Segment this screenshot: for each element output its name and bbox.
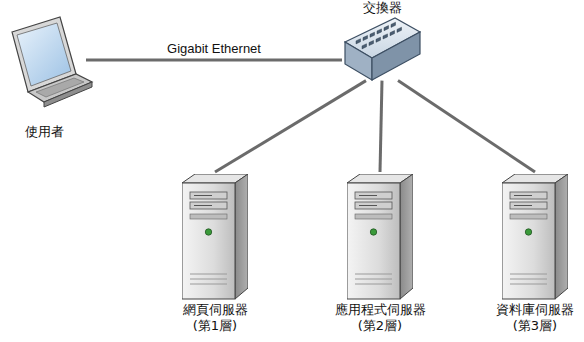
server-icon xyxy=(502,174,568,299)
network-cable xyxy=(86,59,342,62)
switch-port xyxy=(376,37,381,42)
switch-port xyxy=(391,22,396,27)
switch-port xyxy=(356,39,361,44)
server-icon xyxy=(347,174,413,299)
switch-port xyxy=(370,32,375,37)
user-laptop: 使用者 xyxy=(2,18,86,140)
server-node: 資料庫伺服器 (第3層) xyxy=(490,172,580,333)
switch-port xyxy=(383,34,388,39)
server-node: 網頁伺服器 (第1層) xyxy=(170,172,260,333)
switch-port xyxy=(362,44,367,49)
node-label: 使用者 xyxy=(25,124,64,140)
switch-icon xyxy=(345,18,420,80)
node-label: 網頁伺服器 (第1層) xyxy=(183,302,248,333)
node-label: 資料庫伺服器 (第3層) xyxy=(496,302,574,333)
switch-port xyxy=(369,40,374,45)
link-label: Gigabit Ethernet xyxy=(165,41,263,56)
switch-port xyxy=(384,26,389,31)
node-label: 應用程式伺服器 (第2層) xyxy=(335,302,426,333)
switch-port xyxy=(390,31,395,36)
switch-front xyxy=(345,42,372,80)
server-node: 應用程式伺服器 (第2層) xyxy=(331,172,430,333)
laptop-keyboard xyxy=(36,78,84,97)
server-icon xyxy=(182,174,248,299)
network-cable xyxy=(380,81,382,172)
network-cable xyxy=(215,81,366,172)
laptop-icon xyxy=(12,17,92,107)
switch-side xyxy=(372,32,420,80)
laptop-screen xyxy=(17,23,71,86)
switch-port xyxy=(363,35,368,40)
network-switch: 交換器 xyxy=(342,0,422,81)
switch-port xyxy=(397,27,402,32)
switch-port xyxy=(377,29,382,34)
network-cable xyxy=(398,81,535,172)
switch-ports xyxy=(356,22,402,49)
node-label: 交換器 xyxy=(363,0,402,16)
